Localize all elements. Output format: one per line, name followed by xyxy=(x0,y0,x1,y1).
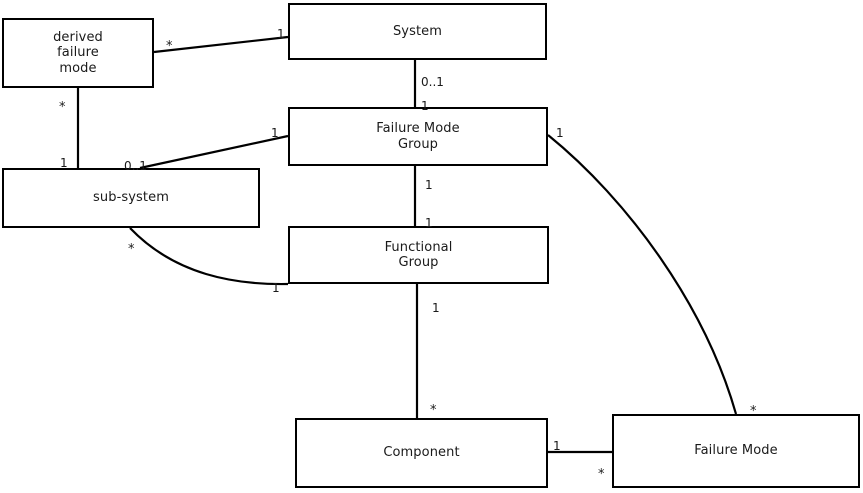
class-box-derived-failure-mode[interactable]: derived failure mode xyxy=(2,18,154,88)
class-name-system: System xyxy=(392,23,443,39)
multiplicity-sub-system-functional-group-source: * xyxy=(128,242,135,257)
class-box-functional-group[interactable]: Functional Group xyxy=(288,226,549,284)
class-name-failure-mode-group: Failure Mode Group xyxy=(376,121,460,152)
class-name-derived-failure-mode: derived failure mode xyxy=(53,30,103,76)
multiplicity-sub-system-failure-mode-group-target: 1 xyxy=(271,126,279,140)
multiplicity-failure-mode-group-functional-group-source: 1 xyxy=(425,178,433,192)
multiplicity-component-failure-mode-source: 1 xyxy=(553,439,561,453)
multiplicity-functional-group-component-source: 1 xyxy=(432,301,440,315)
association-derived-failure-mode-system xyxy=(153,35,289,54)
multiplicity-failure-mode-group-failure-mode-source: 1 xyxy=(556,126,564,140)
association-sub-system-functional-group xyxy=(129,227,289,286)
class-name-failure-mode: Failure Mode xyxy=(694,443,778,459)
association-sub-system-failure-mode-group xyxy=(139,134,289,170)
multiplicity-sub-system-failure-mode-group-source: 0..1 xyxy=(124,159,147,173)
class-box-failure-mode[interactable]: Failure Mode xyxy=(612,414,860,488)
multiplicity-failure-mode-group-functional-group-target: 1 xyxy=(425,216,433,230)
multiplicity-derived-failure-mode-sub-system-source: * xyxy=(59,100,66,115)
class-name-component: Component xyxy=(383,445,460,461)
class-name-functional-group: Functional Group xyxy=(384,239,453,270)
multiplicity-system-failure-mode-group-target: 1 xyxy=(421,99,429,113)
multiplicity-derived-failure-mode-sub-system-target: 1 xyxy=(60,156,68,170)
multiplicity-component-failure-mode-target: * xyxy=(598,467,605,482)
association-failure-mode-group-failure-mode xyxy=(547,134,738,415)
class-box-component[interactable]: Component xyxy=(295,418,548,488)
multiplicity-derived-failure-mode-system-target: 1 xyxy=(277,27,285,41)
class-box-failure-mode-group[interactable]: Failure Mode Group xyxy=(288,107,548,166)
class-box-system[interactable]: System xyxy=(288,3,547,60)
multiplicity-failure-mode-group-failure-mode-target: * xyxy=(750,404,757,419)
multiplicity-derived-failure-mode-system-source: * xyxy=(166,39,173,54)
class-box-sub-system[interactable]: sub-system xyxy=(2,168,260,228)
class-name-sub-system: sub-system xyxy=(93,190,169,206)
multiplicity-functional-group-component-target: * xyxy=(430,403,437,418)
multiplicity-system-failure-mode-group-source: 0..1 xyxy=(421,75,444,89)
multiplicity-sub-system-functional-group-target: 1 xyxy=(272,281,280,295)
